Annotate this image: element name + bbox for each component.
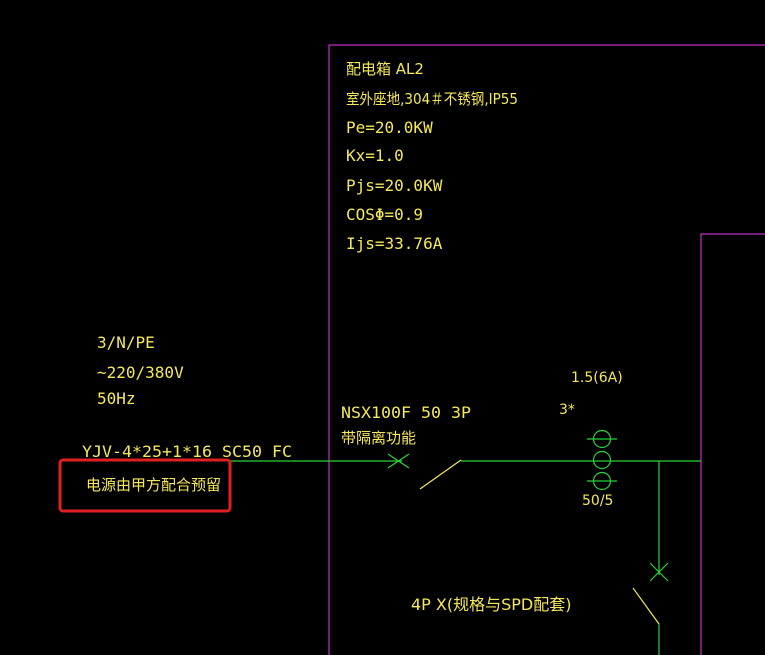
- panel-install-spec: 室外座地,304＃不锈钢,IP55: [346, 90, 518, 108]
- ct-ratio: 50/5: [582, 493, 613, 509]
- panel-ijs: Ijs=33.76A: [346, 234, 443, 253]
- supply-system: 3/N/PE: [97, 333, 155, 352]
- breaker-model: NSX100F 50 3P: [341, 403, 471, 422]
- panel-pe: Pe=20.0KW: [346, 118, 433, 137]
- breaker-contact: [419, 459, 462, 490]
- spd-contact: [632, 587, 660, 625]
- spd-x-mark: [649, 562, 669, 582]
- ct-rating: 1.5(6A): [571, 370, 623, 386]
- ct-count: 3*: [559, 402, 575, 418]
- spd-label: 4P X(规格与SPD配套): [411, 595, 572, 614]
- panel-kx: Kx=1.0: [346, 146, 404, 165]
- panel-pjs: Pjs=20.0KW: [346, 176, 443, 195]
- panel-name: 配电箱 AL2: [346, 60, 424, 78]
- panel-cos: COSΦ=0.9: [346, 205, 423, 224]
- supply-voltage: ~220/380V: [97, 363, 184, 382]
- isolator-x-mark: [387, 453, 410, 469]
- current-transformer-symbol: [587, 429, 617, 491]
- highlight-box: [58, 458, 232, 513]
- breaker-feature: 带隔离功能: [341, 429, 416, 447]
- supply-frequency: 50Hz: [97, 389, 136, 408]
- supply-cable: YJV-4*25+1*16 SC50 FC: [82, 442, 292, 461]
- supply-note: 电源由甲方配合预留: [86, 476, 221, 494]
- panel-box: [328, 44, 765, 655]
- inner-panel-box: [700, 233, 765, 655]
